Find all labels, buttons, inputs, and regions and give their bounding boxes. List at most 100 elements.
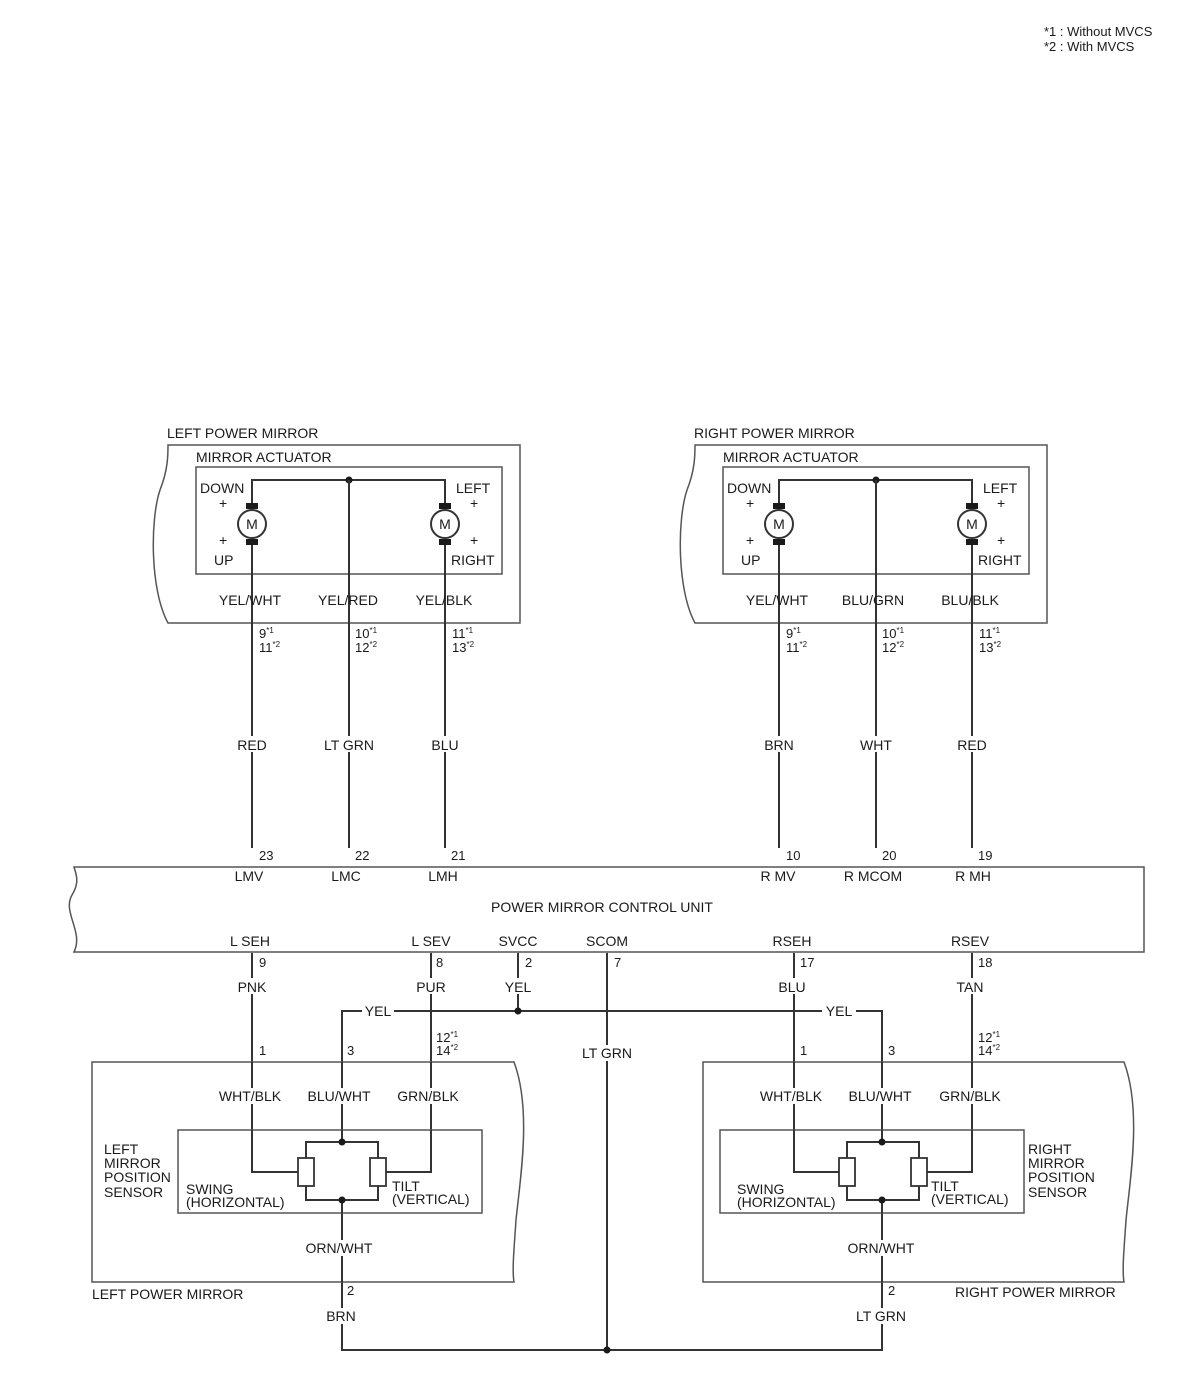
left-swing-label: SWING (186, 1181, 233, 1197)
right-swing-sub: (HORIZONTAL) (737, 1194, 836, 1210)
terminal-rmv: R MV (761, 868, 797, 884)
scom-wire-label: LT GRN (582, 1045, 632, 1061)
terminal-lseh: L SEH (230, 933, 270, 949)
svg-text:11*1: 11*1 (452, 626, 474, 641)
right-sensor-pin-2: 2 (888, 1283, 895, 1298)
svg-text:12*2: 12*2 (882, 640, 905, 655)
left-swing-sub: (HORIZONTAL) (186, 1194, 285, 1210)
left-sensor-name-2: MIRROR (104, 1155, 161, 1171)
right-sensor-wire-3: GRN/BLK (939, 1088, 1001, 1104)
left-sensor-box (177, 1129, 483, 1214)
left-mirror-housing (152, 444, 521, 624)
svg-text:9*1: 9*1 (786, 626, 801, 641)
left-sensor-pin-3: 3 (347, 1043, 354, 1058)
harness-label-lsev: PUR (416, 979, 446, 995)
pin-7: 7 (614, 955, 621, 970)
right-up-plus: + (746, 532, 754, 548)
right-tilt-resistor (910, 1157, 928, 1187)
harness-label-rseh: BLU (778, 979, 805, 995)
harness-label-lmc: LT GRN (324, 737, 374, 753)
right-wire-color-3: BLU/BLK (941, 592, 999, 608)
left-wire-color-3: YEL/BLK (416, 592, 473, 608)
svg-text:12*1: 12*1 (978, 1030, 1001, 1045)
svg-text:11*2: 11*2 (786, 640, 808, 655)
terminal-lmh: LMH (428, 868, 458, 884)
harness-label-svcc: YEL (505, 979, 532, 995)
harness-label-rmh: RED (957, 737, 987, 753)
right-position-sensor-housing: WHT/BLK BLU/WHT GRN/BLK SWING (HORIZONTA… (702, 1061, 1135, 1300)
right-wire-color-2: BLU/GRN (842, 592, 904, 608)
right-vertical-motor: M (764, 503, 794, 545)
svg-text:14*2: 14*2 (436, 1043, 459, 1058)
left-right-plus: + (470, 532, 478, 548)
svg-text:11*1: 11*1 (979, 626, 1001, 641)
right-pin-group-2: 10*1 12*2 (882, 626, 905, 655)
right-right-plus: + (997, 532, 1005, 548)
left-sensor-name-4: SENSOR (104, 1184, 163, 1200)
right-left-plus: + (997, 495, 1005, 511)
left-up-plus: + (219, 532, 227, 548)
right-down-plus: + (746, 495, 754, 511)
terminal-rseh: RSEH (773, 933, 812, 949)
terminal-scom: SCOM (586, 933, 628, 949)
left-pin-group-2: 10*1 12*2 (355, 626, 378, 655)
right-sensor-wire-bottom: ORN/WHT (848, 1240, 915, 1256)
left-down-plus: + (219, 495, 227, 511)
left-sensor-pin-1: 1 (259, 1043, 266, 1058)
terminal-rsev: RSEV (951, 933, 990, 949)
right-swing-label: SWING (737, 1181, 784, 1197)
harness-label-rmv: BRN (764, 737, 794, 753)
scom-junction (603, 1346, 611, 1354)
right-swing-resistor (838, 1157, 856, 1187)
power-mirror-control-unit: POWER MIRROR CONTROL UNIT 23 22 21 10 20… (68, 848, 1145, 970)
pin-18: 18 (978, 955, 992, 970)
svg-text:10*1: 10*1 (882, 626, 905, 641)
right-sensor-name-1: RIGHT (1028, 1141, 1072, 1157)
left-left-label: LEFT (456, 480, 491, 496)
svg-text:13*2: 13*2 (979, 640, 1002, 655)
terminal-svcc: SVCC (499, 933, 538, 949)
left-right-label: RIGHT (451, 552, 495, 568)
left-vertical-motor: M (237, 503, 267, 545)
pin-17: 17 (800, 955, 814, 970)
pin-19: 19 (978, 848, 992, 863)
svg-text:12*1: 12*1 (436, 1030, 459, 1045)
left-sensor-wire-3: GRN/BLK (397, 1088, 459, 1104)
left-swing-resistor (297, 1157, 315, 1187)
right-sensor-wire-2: BLU/WHT (849, 1088, 912, 1104)
left-actuator-title: MIRROR ACTUATOR (196, 449, 332, 465)
right-power-mirror: RIGHT POWER MIRROR MIRROR ACTUATOR DOWN … (679, 425, 1048, 848)
svg-text:13*2: 13*2 (452, 640, 475, 655)
left-sensor-pins: 1 3 12*1 14*2 2 BRN (259, 1030, 459, 1324)
control-unit-box (68, 866, 1145, 953)
pin-21: 21 (451, 848, 465, 863)
svg-text:10*1: 10*1 (355, 626, 378, 641)
pin-10: 10 (786, 848, 800, 863)
right-sensor-box (719, 1129, 1025, 1214)
right-pin-group-3: 11*1 13*2 (979, 626, 1002, 655)
right-sensor-name-4: SENSOR (1028, 1184, 1087, 1200)
left-wire-color-1: YEL/WHT (219, 592, 282, 608)
upper-harness-labels: RED LT GRN BLU BRN WHT RED (232, 736, 991, 753)
svg-text:12*2: 12*2 (355, 640, 378, 655)
left-sensor-name-1: LEFT (104, 1141, 139, 1157)
right-sensor-wire-1: WHT/BLK (760, 1088, 823, 1104)
right-actuator-title: MIRROR ACTUATOR (723, 449, 859, 465)
left-left-plus: + (470, 495, 478, 511)
pin-2: 2 (525, 955, 532, 970)
left-power-mirror: LEFT POWER MIRROR MIRROR ACTUATOR DOWN +… (152, 425, 521, 848)
left-sensor-mirror-label: LEFT POWER MIRROR (92, 1286, 243, 1302)
right-horizontal-motor: M (957, 503, 987, 545)
left-sensor-harness-bottom: BRN (326, 1308, 356, 1324)
pin-20: 20 (882, 848, 896, 863)
left-pin-group-3: 11*1 13*2 (452, 626, 475, 655)
svg-text:9*1: 9*1 (259, 626, 274, 641)
right-left-label: LEFT (983, 480, 1018, 496)
svg-text:M: M (773, 516, 785, 532)
pin-23: 23 (259, 848, 273, 863)
harness-label-lseh: PNK (238, 979, 267, 995)
right-mirror-housing (679, 444, 1048, 624)
harness-label-lmv: RED (237, 737, 267, 753)
left-sensor-pin-2: 2 (347, 1283, 354, 1298)
left-tilt-resistor (369, 1157, 387, 1187)
